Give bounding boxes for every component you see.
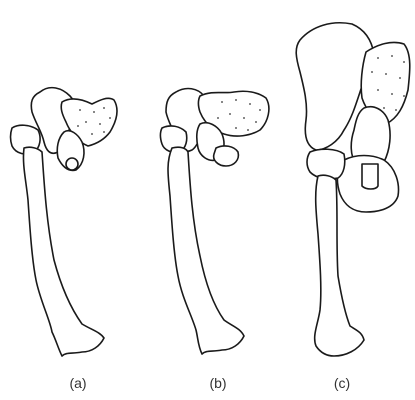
- panel-b-caption: (b): [209, 375, 226, 391]
- panel-c-caption: (c): [334, 375, 350, 391]
- panel-a-acetabulum: [66, 158, 78, 170]
- panel-a-caption: (a): [69, 375, 86, 391]
- panel-c-skeleton: [296, 23, 410, 356]
- panel-a-femur: [23, 147, 104, 356]
- panel-c-femoral-head: [307, 149, 345, 179]
- panel-b-femur: [168, 147, 244, 354]
- panel-c-femoral-neck: [362, 164, 378, 189]
- panel-a-skeleton: [11, 88, 117, 356]
- panel-b-acetabulum: [214, 146, 239, 166]
- panel-b-skeleton: [161, 89, 269, 354]
